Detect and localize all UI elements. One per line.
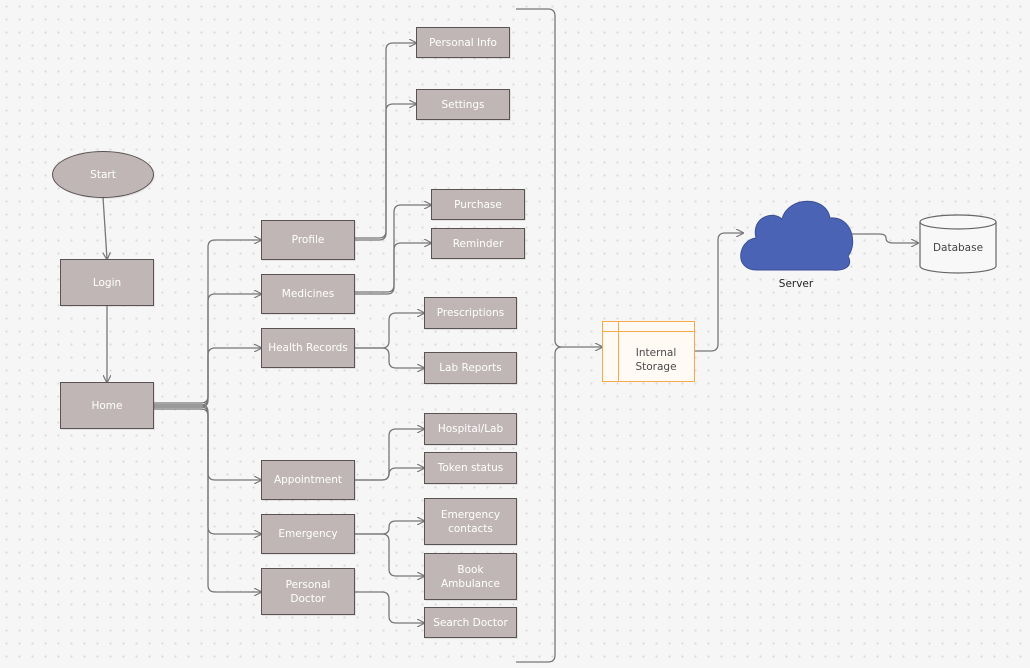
purchase-label: Purchase: [454, 198, 502, 211]
personal-info-label: Personal Info: [429, 36, 497, 49]
edge-health-lab-reports: [355, 347, 424, 368]
reminder-label: Reminder: [452, 237, 504, 250]
prescriptions-node[interactable]: Prescriptions: [424, 297, 517, 329]
storage-header-line: [603, 331, 694, 332]
edge-profile-settings: [355, 104, 416, 239]
edge-appointment-token: [355, 468, 424, 481]
home-label: Home: [91, 399, 123, 412]
search-doctor-label: Search Doctor: [433, 616, 508, 629]
personal-doctor-label: Personal Doctor: [285, 578, 331, 605]
edge-doctor-search: [355, 591, 424, 623]
reminder-node[interactable]: Reminder: [431, 228, 525, 259]
database-label: Database: [932, 242, 984, 254]
profile-label: Profile: [291, 234, 325, 246]
personal-info-node[interactable]: Personal Info: [416, 27, 510, 58]
emergency-label: Emergency: [278, 528, 338, 540]
settings-label: Settings: [441, 98, 485, 111]
settings-node[interactable]: Settings: [416, 89, 510, 120]
storage-side-line: [618, 322, 619, 381]
edge-medicines-purchase: [355, 205, 431, 295]
internal-storage-label: Internal Storage: [635, 347, 677, 373]
start-node[interactable]: Start: [52, 151, 154, 198]
cloud-icon[interactable]: [740, 200, 854, 271]
medicines-node[interactable]: Medicines: [261, 274, 355, 314]
hospital-lab-label: Hospital/Lab: [437, 423, 504, 435]
edge-storage-server: [695, 233, 743, 352]
edge-emergency-ambulance: [355, 533, 424, 576]
edge-home-health-records: [154, 348, 261, 408]
home-node[interactable]: Home: [60, 382, 154, 429]
profile-node[interactable]: Profile: [261, 220, 355, 260]
appointment-label: Appointment: [273, 474, 343, 486]
edge-server-database: [851, 233, 918, 243]
health-records-label: Health Records: [268, 342, 348, 354]
edge-emergency-contacts: [355, 521, 424, 535]
lab-reports-label: Lab Reports: [439, 362, 502, 374]
purchase-node[interactable]: Purchase: [431, 189, 525, 220]
edge-health-prescriptions: [355, 313, 424, 349]
lab-reports-node[interactable]: Lab Reports: [424, 352, 517, 384]
medicines-label: Medicines: [281, 288, 335, 300]
edge-start-login: [102, 196, 107, 259]
login-label: Login: [92, 276, 122, 289]
grouping-brace: [516, 8, 563, 663]
token-status-node[interactable]: Token status: [424, 452, 517, 484]
prescriptions-label: Prescriptions: [436, 307, 505, 319]
server-label: Server: [778, 278, 814, 290]
emergency-node[interactable]: Emergency: [261, 514, 355, 554]
health-records-node[interactable]: Health Records: [261, 328, 355, 368]
edge-home-medicines: [154, 294, 261, 406]
emergency-contacts-node[interactable]: Emergency contacts: [424, 498, 517, 545]
book-ambulance-label: Book Ambulance: [441, 563, 500, 590]
search-doctor-node[interactable]: Search Doctor: [424, 607, 517, 638]
edge-medicines-reminder: [355, 243, 431, 293]
emergency-contacts-label: Emergency contacts: [440, 508, 501, 535]
edge-home-personal-doctor: [154, 408, 261, 592]
appointment-node[interactable]: Appointment: [261, 460, 355, 500]
storage-icon[interactable]: [602, 321, 695, 382]
start-label: Start: [90, 168, 116, 181]
cylinder-icon[interactable]: [919, 214, 997, 274]
login-node[interactable]: Login: [60, 259, 154, 306]
token-status-label: Token status: [437, 462, 504, 474]
hospital-lab-node[interactable]: Hospital/Lab: [424, 413, 517, 445]
book-ambulance-node[interactable]: Book Ambulance: [424, 553, 517, 600]
personal-doctor-node[interactable]: Personal Doctor: [261, 568, 355, 615]
